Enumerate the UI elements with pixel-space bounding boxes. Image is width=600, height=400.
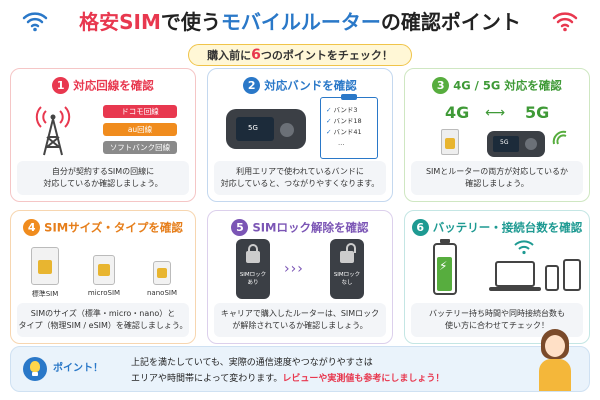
arrows-icon: ››› bbox=[284, 261, 304, 277]
carrier-pill-au: au回線 bbox=[103, 123, 177, 136]
label-4g: 4G bbox=[445, 103, 470, 122]
unlocked-device-icon: SIMロック なし bbox=[330, 239, 364, 299]
band-checklist: ✓ バンド3 ✓ バンド18 ✓ バンド41 … bbox=[320, 94, 378, 159]
sim-label-micro: microSIM bbox=[87, 289, 121, 297]
subtitle-banner: 購入前に6つのポイントをチェック！ bbox=[188, 44, 412, 66]
card-description: 利用エリアで使われているバンドに 対応していると、つながりやすくなります。 bbox=[214, 161, 386, 195]
point-banner: ポイント！ 上記を満たしていても、実際の通信速度やつながりやすさは エリアや時間… bbox=[10, 329, 590, 392]
point-label: ポイント！ bbox=[53, 363, 103, 374]
card-number-badge: 2 bbox=[243, 77, 261, 94]
standard-sim-icon bbox=[31, 247, 59, 285]
wifi-deco-right-icon bbox=[552, 10, 578, 36]
subtitle-wrap: 購入前に6つのポイントをチェック！ bbox=[0, 44, 600, 66]
unlock-icon bbox=[340, 251, 354, 263]
nano-sim-icon bbox=[153, 261, 171, 285]
card-number-badge: 6 bbox=[411, 219, 429, 236]
smartphone-icon bbox=[545, 265, 559, 291]
micro-sim-icon bbox=[93, 255, 115, 285]
cell-tower-icon bbox=[35, 106, 71, 156]
mobile-router-icon: 5G bbox=[226, 109, 306, 149]
header: 格安SIMで使うモバイルルーターの確認ポイント bbox=[0, 6, 600, 35]
signal-waves-icon bbox=[552, 130, 567, 145]
sim-label-standard: 標準SIM bbox=[31, 290, 59, 298]
guide-person-illustration bbox=[535, 329, 575, 391]
page-title: 格安SIMで使うモバイルルーターの確認ポイント bbox=[79, 10, 521, 34]
card-title: 対応回線を確認 bbox=[73, 78, 154, 93]
card-number-badge: 3 bbox=[432, 77, 450, 94]
battery-icon: ⚡ bbox=[433, 239, 457, 295]
card-description: キャリアで購入したルーターは、SIMロック が解除されているか確認しましょう。 bbox=[214, 303, 386, 337]
point-line2: エリアや時間帯によって変わります。レビューや実測値も参考にしましょう！ bbox=[131, 374, 445, 384]
sim-label-nano: nanoSIM bbox=[147, 289, 177, 297]
card-description: 自分が契約するSIMの回線に 対応しているか確認しましょう。 bbox=[17, 161, 189, 195]
point-line1: 上記を満たしていても、実際の通信速度やつながりやすさは bbox=[131, 358, 373, 368]
card-number-badge: 1 bbox=[52, 77, 70, 94]
wifi-icon bbox=[514, 240, 534, 255]
label-5g: 5G bbox=[525, 103, 550, 122]
card-description: SIMのサイズ（標準・micro・nano）と タイプ（物理SIM / eSIM… bbox=[17, 303, 189, 337]
sim-card-icon bbox=[441, 129, 459, 155]
card-title: バッテリー・接続台数を確認 bbox=[432, 220, 583, 235]
card-description: SIMとルーターの両方が対応しているか 確認しましょう。 bbox=[411, 161, 583, 195]
laptop-icon bbox=[495, 261, 535, 287]
mobile-router-icon: 5G bbox=[487, 131, 545, 157]
card-number-badge: 5 bbox=[231, 219, 249, 236]
card-title: 対応バンドを確認 bbox=[264, 78, 357, 93]
card-title: SIMサイズ・タイプを確認 bbox=[44, 220, 183, 235]
tablet-icon bbox=[563, 259, 581, 291]
wifi-deco-left-icon bbox=[22, 10, 48, 36]
card-title: SIMロック解除を確認 bbox=[252, 220, 369, 235]
double-arrow-icon: ⟷ bbox=[485, 105, 506, 121]
lock-icon bbox=[246, 251, 260, 263]
carrier-pill-docomo: ドコモ回線 bbox=[103, 105, 177, 118]
carrier-pill-softbank: ソフトバンク回線 bbox=[103, 141, 177, 154]
card-number-badge: 4 bbox=[23, 219, 41, 236]
card-title: 4G / 5G 対応を確認 bbox=[453, 78, 562, 93]
locked-device-icon: SIMロック あり bbox=[236, 239, 270, 299]
lightbulb-icon bbox=[23, 357, 47, 381]
